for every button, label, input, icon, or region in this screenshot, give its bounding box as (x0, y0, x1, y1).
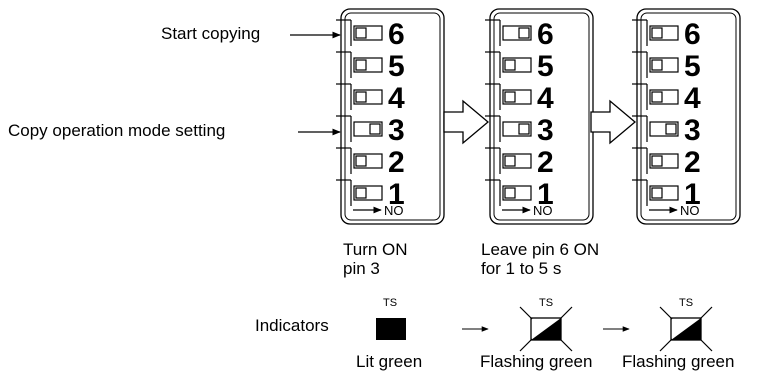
dip-lever-5 (504, 59, 516, 71)
dip-lever-3 (518, 123, 530, 135)
dip-pin-2: 2 (336, 146, 405, 179)
dip-lever-6 (518, 27, 530, 39)
pin-number-1: 1 (388, 178, 405, 211)
pin-number-2: 2 (388, 146, 405, 179)
start-copying-label: Start copying (161, 24, 261, 43)
dip-pin-4: 4 (336, 82, 405, 115)
indicator-state-2: Flashing green (480, 352, 593, 371)
dip-lever-4 (504, 91, 516, 103)
pin-number-3: 3 (537, 114, 554, 147)
on-label: NO (533, 203, 553, 218)
dip-pin-2: 2 (485, 146, 554, 179)
dip-lever-4 (355, 91, 367, 103)
pin-number-5: 5 (684, 50, 701, 83)
dip-pin-5: 5 (485, 50, 554, 83)
dip-lever-5 (651, 59, 663, 71)
step-caption-2: Leave pin 6 ON for 1 to 5 s (481, 240, 600, 278)
dip-lever-2 (355, 155, 367, 167)
pin-number-4: 4 (537, 82, 554, 115)
dip-pin-1: 1 (336, 178, 405, 211)
indicators-label: Indicators (255, 316, 329, 335)
pin-number-1: 1 (537, 178, 554, 211)
dip-pin-3: 3 (485, 114, 554, 147)
ts-label-3: TS (679, 297, 694, 309)
ts-indicator-3 (659, 306, 713, 352)
ts-label-1: TS (383, 297, 398, 309)
on-label: NO (680, 203, 700, 218)
dip-pin-3: 3 (336, 114, 405, 147)
pin-number-2: 2 (684, 146, 701, 179)
pin-number-2: 2 (537, 146, 554, 179)
on-label: NO (384, 203, 404, 218)
dip-pin-3: 3 (632, 114, 701, 147)
dip-lever-6 (355, 27, 367, 39)
step-arrow-1 (443, 99, 490, 145)
dip-pin-4: 4 (485, 82, 554, 115)
pin-number-3: 3 (388, 114, 405, 147)
pin-number-6: 6 (388, 18, 405, 51)
dip-pin-2: 2 (632, 146, 701, 179)
step-caption-1: Turn ON pin 3 (343, 240, 408, 278)
dip-lever-1 (355, 187, 367, 199)
pin-number-5: 5 (388, 50, 405, 83)
dip-lever-3 (369, 123, 381, 135)
dip-lever-4 (651, 91, 663, 103)
pin-number-6: 6 (684, 18, 701, 51)
indicator-state-1: Lit green (356, 352, 423, 371)
dip-pin-6: 6 (336, 18, 405, 51)
dip-lever-1 (651, 187, 663, 199)
dip-lever-3 (665, 123, 677, 135)
dip-pin-1: 1 (485, 178, 554, 211)
dip-pin-5: 5 (632, 50, 701, 83)
ts-indicator-2 (519, 306, 573, 352)
pin-number-4: 4 (388, 82, 405, 115)
dip-lever-5 (355, 59, 367, 71)
pin-number-5: 5 (537, 50, 554, 83)
dip-lever-2 (651, 155, 663, 167)
dip-pin-4: 4 (632, 82, 701, 115)
ts-indicator-1 (376, 318, 406, 340)
dip-pin-5: 5 (336, 50, 405, 83)
pin-number-1: 1 (684, 178, 701, 211)
step-arrow-2 (590, 99, 637, 145)
pin-number-6: 6 (537, 18, 554, 51)
copy-mode-label: Copy operation mode setting (8, 121, 226, 140)
dip-pin-6: 6 (632, 18, 701, 51)
pin-number-3: 3 (684, 114, 701, 147)
dip-lever-1 (504, 187, 516, 199)
dip-pin-6: 6 (485, 18, 554, 51)
dip-pin-1: 1 (632, 178, 701, 211)
ts-label-2: TS (539, 297, 554, 309)
pin-number-4: 4 (684, 82, 701, 115)
indicator-state-3: Flashing green (622, 352, 735, 371)
dip-lever-6 (651, 27, 663, 39)
dip-lever-2 (504, 155, 516, 167)
